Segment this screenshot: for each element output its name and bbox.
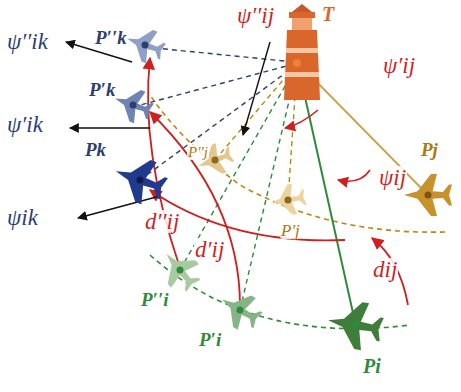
lighthouse: [284, 4, 320, 100]
aircraft-label: P′′k: [94, 28, 128, 47]
aircraft-label: Pk: [84, 140, 107, 159]
angle-label: ψ′′ik: [6, 30, 49, 53]
angle-label: ψij: [378, 166, 407, 189]
aircraft-label: Pj: [420, 140, 439, 159]
angle-label: ψik: [6, 206, 39, 229]
aircraft-label: P′i: [198, 330, 222, 349]
aircraft-label: P′j: [280, 222, 301, 239]
distance-label: dij: [372, 258, 398, 281]
angle-label: ψ′ik: [6, 113, 44, 136]
aircraft-label: Pi: [362, 356, 382, 376]
aircraft-label: P′′i: [140, 290, 170, 309]
angle-label: ψ′ij: [382, 54, 416, 77]
angle-label: ψ′′ij: [236, 4, 275, 27]
aircraft-label: P′k: [88, 80, 116, 99]
distance-label: d′ij: [194, 238, 225, 261]
distance-label: d′′ij: [144, 210, 180, 233]
aircraft: [108, 23, 452, 354]
tower-label: T: [321, 4, 335, 24]
aircraft-label: P′′j: [187, 145, 209, 160]
